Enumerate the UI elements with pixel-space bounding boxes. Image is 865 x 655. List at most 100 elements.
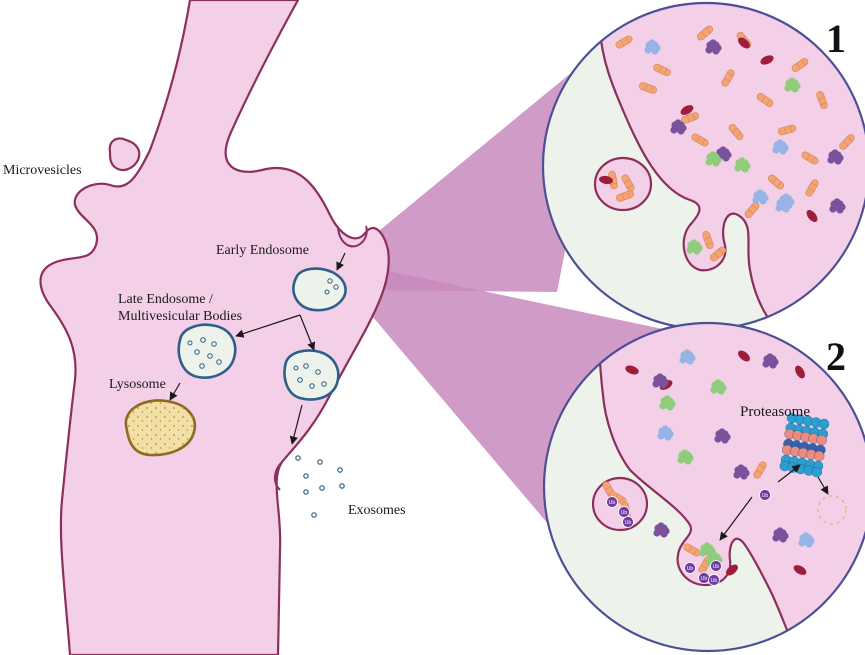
protein-globule-icon — [714, 428, 731, 444]
panel1-proteins — [599, 25, 857, 262]
protein-globule-icon — [644, 39, 661, 55]
protein-rod-icon — [653, 63, 671, 77]
intraluminal-vesicle — [324, 289, 330, 295]
protein-globule-icon — [705, 39, 722, 55]
svg-text:Ub: Ub — [609, 500, 616, 506]
protein-globule-icon — [772, 527, 789, 543]
svg-text:Ub: Ub — [713, 564, 720, 570]
ub-tag-icon: Ub — [622, 516, 634, 528]
protein-globule-icon — [784, 77, 801, 93]
protein-bean-icon — [599, 175, 613, 185]
protein-rod-icon — [791, 58, 809, 72]
protein-bean-icon — [795, 365, 805, 379]
protein-rod-icon — [691, 133, 709, 147]
label-proteasome: Proteasome — [740, 404, 810, 420]
protein-rod-icon — [639, 82, 657, 94]
protein-bean-icon — [793, 565, 807, 575]
protein-rod-icon — [621, 174, 635, 192]
protein-globule-icon — [734, 157, 751, 173]
exosome-cluster — [295, 455, 345, 518]
protein-globule-icon — [778, 193, 795, 209]
label-microvesicles: Microvesicles — [3, 163, 82, 178]
pathway-arrows — [169, 252, 346, 445]
mvb-left-vesicles — [187, 337, 222, 369]
protein-rod-icon — [805, 179, 819, 197]
panel-number-1: 1 — [826, 16, 846, 61]
mvb-right-vesicles — [293, 363, 327, 389]
protein-rod-icon — [681, 112, 699, 124]
protein-rod-icon — [767, 174, 785, 190]
protein-globule-icon — [670, 119, 687, 135]
label-exosomes: Exosomes — [348, 503, 406, 518]
protein-globule-icon — [827, 149, 844, 165]
intraluminal-vesicle — [333, 284, 339, 290]
protein-globule-icon — [652, 373, 669, 389]
membrane-secretion-site — [274, 461, 283, 491]
panel2-vesicle — [591, 476, 649, 532]
protein-rod-icon — [709, 246, 727, 262]
protein-bean-icon — [760, 55, 774, 65]
protein-rod-icon — [777, 124, 797, 136]
protein-globule-icon — [829, 198, 846, 214]
lysosome-content — [125, 400, 195, 456]
multivesicular-body-left — [177, 323, 237, 379]
protein-globule-icon — [752, 189, 769, 205]
svg-text:Ub: Ub — [687, 566, 694, 572]
ub-tag-icon: Ub — [710, 560, 722, 572]
svg-text:Ub: Ub — [621, 510, 628, 516]
protein-globule-icon — [653, 522, 670, 538]
protein-globule-icon — [686, 239, 703, 255]
protein-bean-icon — [680, 105, 694, 115]
svg-text:Ub: Ub — [701, 576, 708, 582]
label-late-endosome-2: Multivesicular Bodies — [118, 309, 242, 324]
ub-tag-icon: Ub — [708, 574, 720, 586]
panel2-circle-border — [542, 321, 865, 653]
zoom-panel-1 — [541, 1, 865, 331]
ub-tag-icon: Ub — [618, 506, 630, 518]
panel1-vesicle — [593, 156, 653, 212]
label-early-endosome: Early Endosome — [216, 243, 309, 258]
protein-globule-icon — [798, 532, 815, 548]
protein-globule-icon — [679, 349, 696, 365]
early-endosome — [292, 267, 347, 312]
protein-bean-icon — [738, 350, 750, 362]
protein-rod-icon — [756, 93, 774, 107]
protein-globule-icon — [677, 449, 694, 465]
svg-text:Ub: Ub — [711, 578, 718, 584]
ub-tag-icon: Ub — [606, 496, 618, 508]
protein-globule-icon — [762, 353, 779, 369]
svg-text:Ub: Ub — [762, 493, 769, 499]
protein-globule-icon — [733, 464, 750, 480]
protein-rod-icon — [728, 123, 744, 141]
protein-rod-icon — [816, 91, 828, 109]
protein-globule-icon — [657, 425, 674, 441]
protein-rod-icon — [839, 134, 855, 150]
protein-rod-icon — [615, 35, 633, 49]
panel-number-2: 2 — [826, 334, 846, 379]
protein-bean-icon — [726, 564, 738, 576]
protein-bean-icon — [806, 210, 818, 222]
protein-bean-icon — [625, 365, 639, 375]
protein-globule-icon — [772, 139, 789, 155]
label-lysosome: Lysosome — [109, 377, 166, 392]
protein-rod-icon — [721, 69, 735, 87]
svg-text:Ub: Ub — [625, 520, 632, 526]
protein-rod-icon — [702, 231, 714, 249]
microvesicle — [108, 137, 141, 172]
protein-rod-icon — [801, 151, 819, 165]
panel2-arrows — [719, 464, 829, 541]
ub-tag-icon: Ub — [698, 572, 710, 584]
protein-globule-icon — [715, 146, 732, 162]
membrane-invagination — [337, 225, 368, 248]
degraded-peptides — [817, 495, 847, 525]
intraluminal-vesicle — [327, 278, 333, 284]
protein-globule-icon — [705, 151, 722, 167]
proteasome-icon — [779, 412, 830, 478]
ub-tag-icon: Ub — [759, 489, 771, 501]
label-late-endosome-1: Late Endosome / — [118, 292, 213, 307]
protein-rod-icon — [696, 25, 714, 41]
